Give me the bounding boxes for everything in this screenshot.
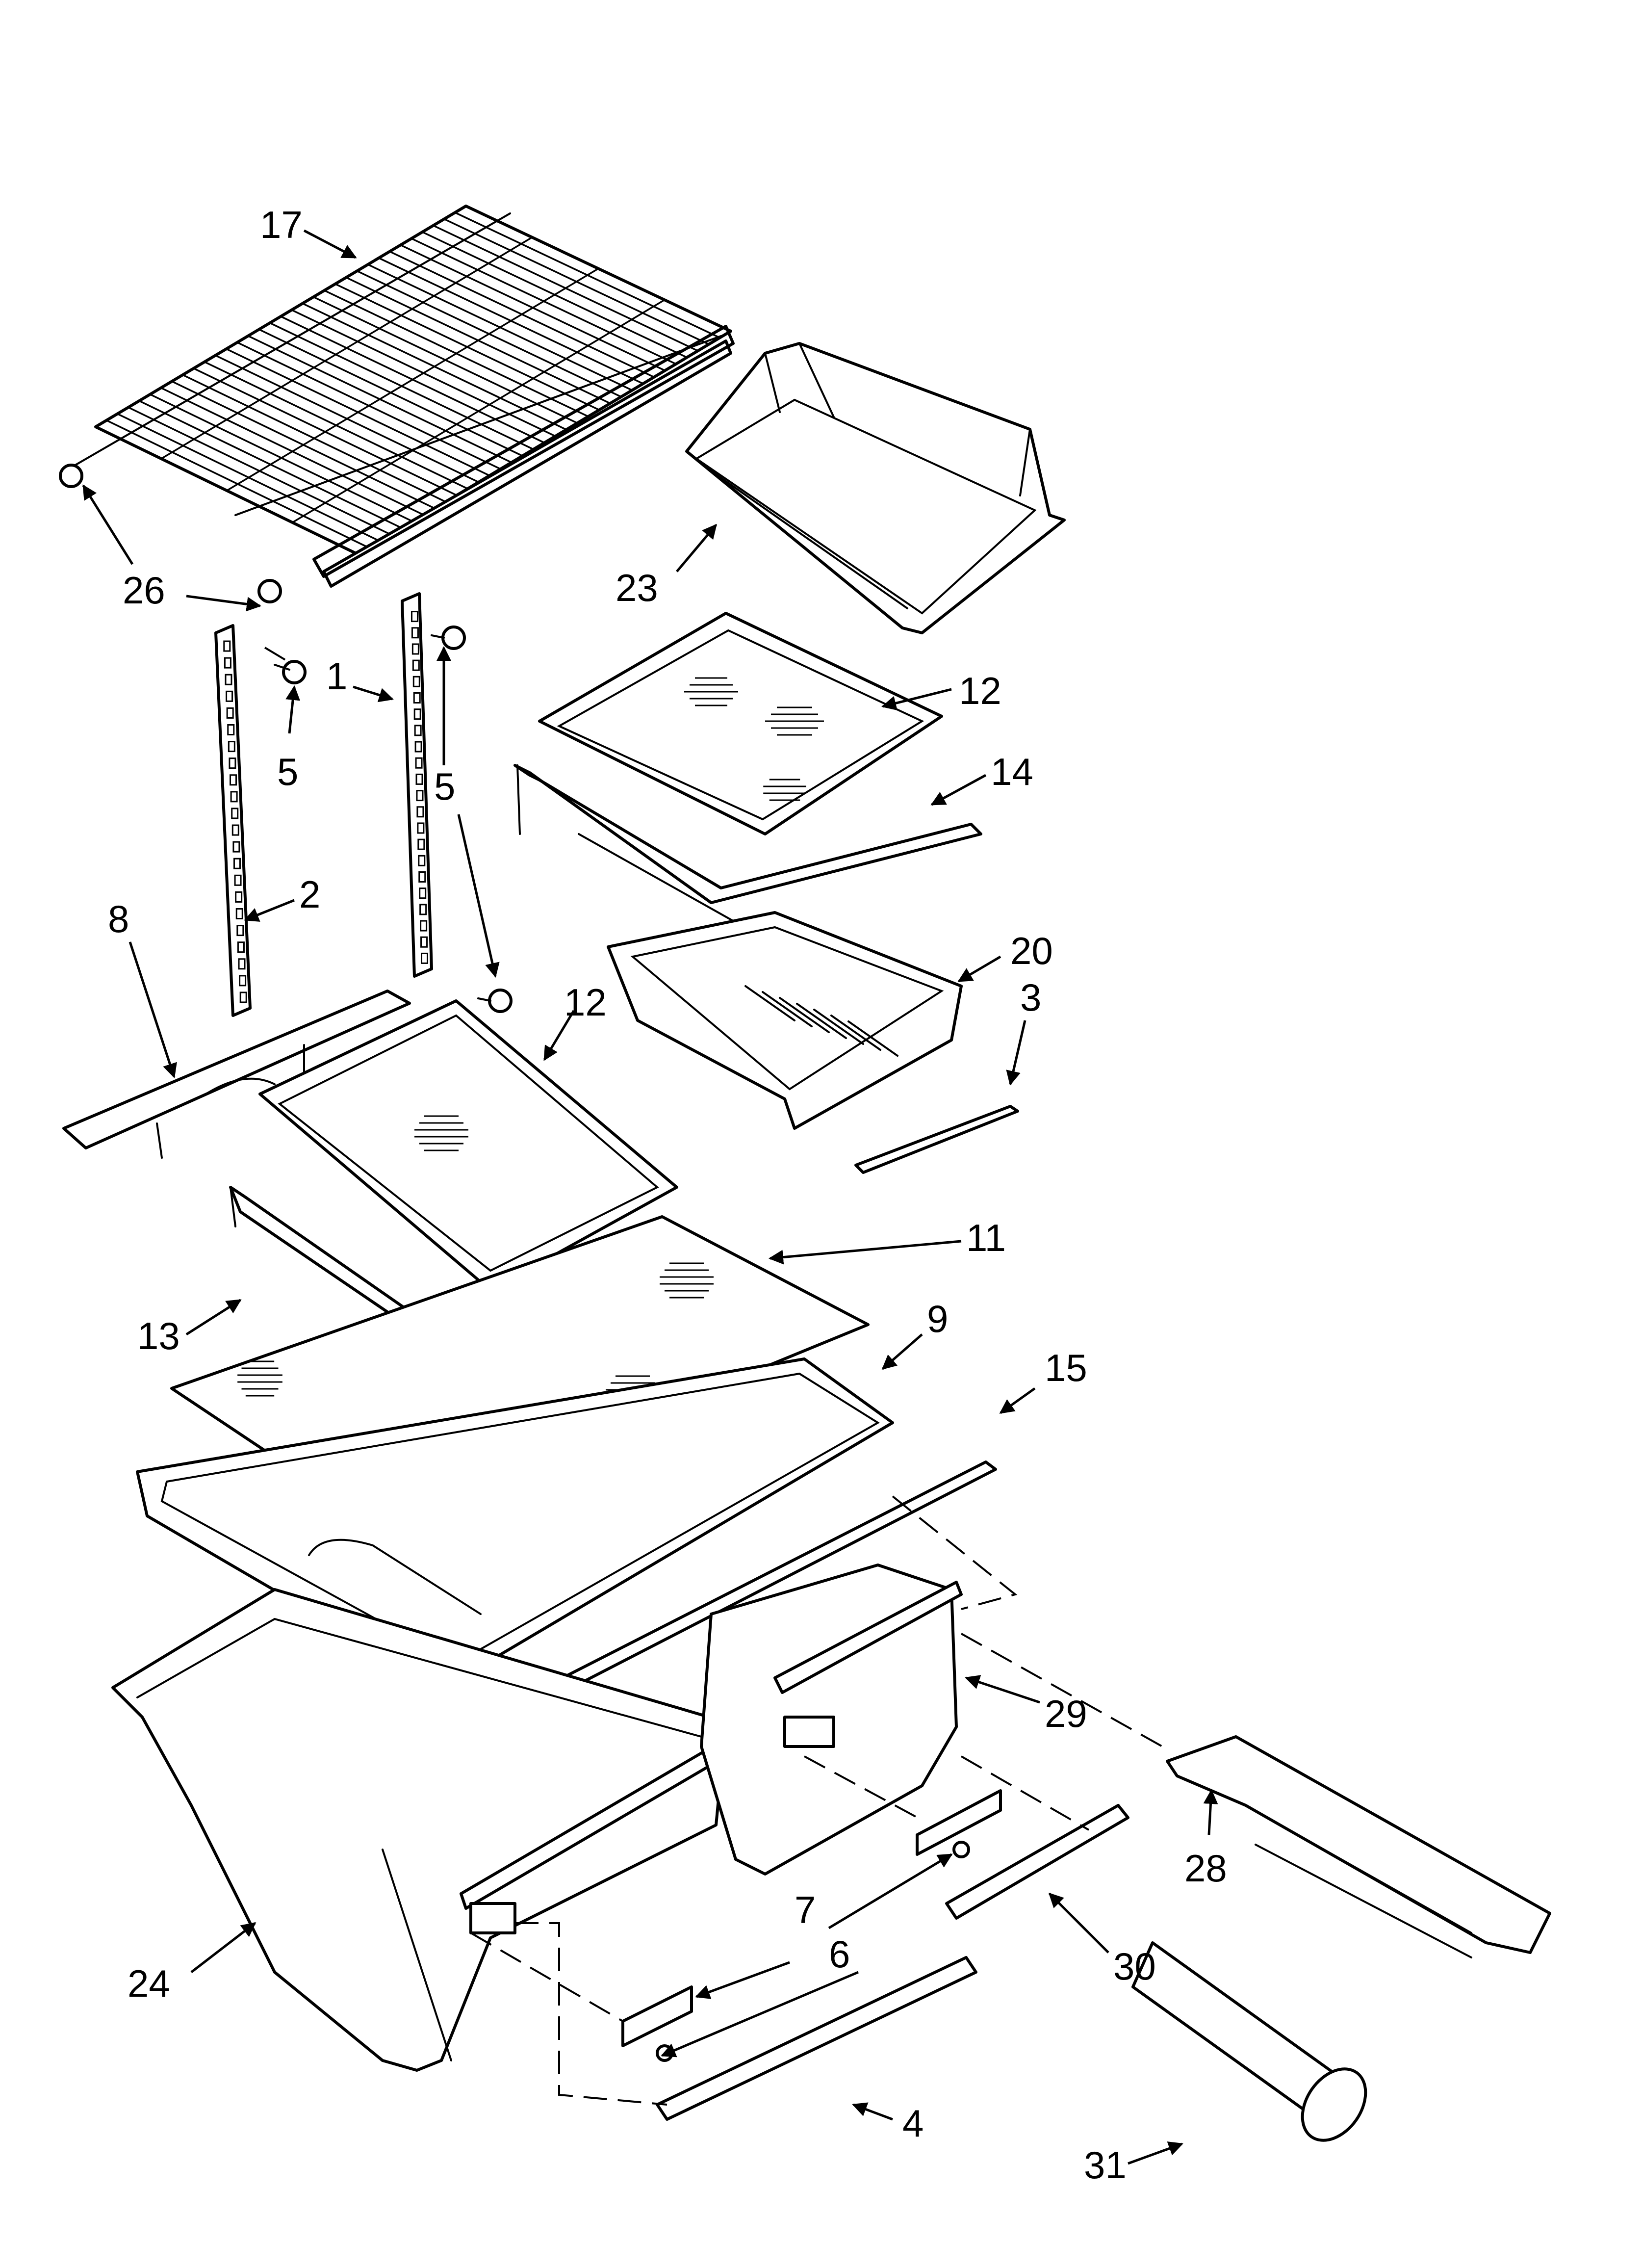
callout-13: 13 — [137, 1314, 180, 1357]
wire-shelf — [59, 205, 735, 603]
callout-23: 23 — [616, 566, 658, 609]
callout-12: 12 — [959, 669, 1001, 712]
callout-6: 6 — [829, 1932, 850, 1976]
callout-24: 24 — [128, 1962, 170, 2005]
callout-30: 30 — [1113, 1945, 1156, 1988]
callout-15: 15 — [1045, 1346, 1087, 1389]
callout-20: 20 — [1010, 929, 1053, 972]
callout-29: 29 — [1045, 1692, 1087, 1735]
trim-strip-30 — [945, 1804, 1129, 1920]
screw — [274, 626, 513, 1013]
shelf-ladder-left — [214, 624, 252, 1017]
callout-31: 31 — [1084, 2143, 1127, 2187]
shelf-ladder-right — [401, 592, 433, 978]
shelf-frame-upper — [513, 764, 982, 923]
trim-strip-4 — [656, 1956, 977, 2121]
storage-bin — [685, 342, 1066, 634]
callout-5: 5 — [434, 765, 455, 808]
callout-7: 7 — [795, 1888, 816, 1931]
trim-strip-3 — [854, 1105, 1019, 1174]
callout-4: 4 — [902, 2102, 924, 2145]
crisper-drawer — [607, 911, 963, 1130]
callout-28: 28 — [1184, 1847, 1227, 1890]
callout-labels: 17 26 5 1 5 23 12 14 2 8 20 3 12 11 13 9… — [108, 203, 1227, 2187]
callout-12: 12 — [564, 981, 607, 1024]
leader-lines — [82, 229, 1218, 2165]
glass-shelf-upper — [538, 612, 943, 835]
assembly-lines — [264, 647, 1163, 2106]
callout-8: 8 — [108, 897, 129, 940]
callout-11: 11 — [966, 1216, 1006, 1259]
handle-tube — [1131, 1941, 1367, 2142]
callout-2: 2 — [299, 873, 320, 916]
callout-14: 14 — [991, 750, 1033, 793]
crisper-drawer-right — [700, 1564, 963, 1876]
callout-5: 5 — [277, 750, 298, 793]
callout-1: 1 — [326, 654, 347, 698]
callout-17: 17 — [260, 203, 303, 246]
callout-3: 3 — [1020, 976, 1041, 1019]
callout-9: 9 — [927, 1297, 948, 1340]
crisper-bracket — [1166, 1735, 1551, 1958]
crisper-drawer-left — [111, 1588, 727, 2072]
callout-26: 26 — [123, 569, 165, 612]
